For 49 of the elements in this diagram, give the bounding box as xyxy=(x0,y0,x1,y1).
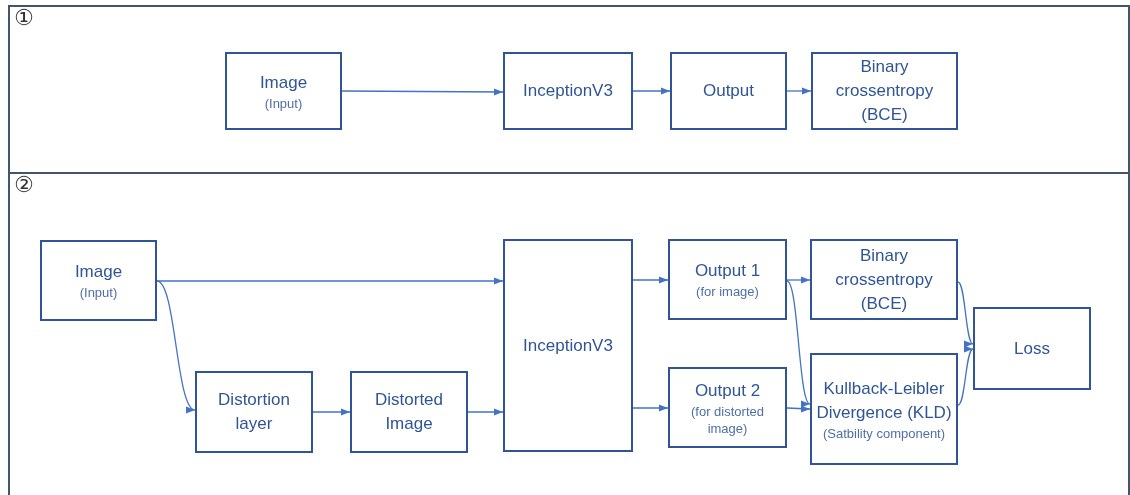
box-note: (for distorted image) xyxy=(690,402,765,437)
arrow xyxy=(786,405,811,413)
process-box xyxy=(810,353,958,465)
process-box xyxy=(503,239,633,452)
arrow xyxy=(786,87,812,95)
box-note: (Satbility component) xyxy=(822,424,946,442)
process-box xyxy=(668,239,787,320)
arrow xyxy=(957,348,974,406)
box-title: Output xyxy=(702,80,754,102)
process-box xyxy=(225,52,342,130)
box-title: Binary crossentropy (BCE) xyxy=(834,244,934,315)
arrow xyxy=(312,408,351,416)
arrow xyxy=(632,87,671,95)
arrow xyxy=(632,404,669,412)
process-box xyxy=(195,371,313,453)
process-box xyxy=(668,367,787,448)
box-note: (Input) xyxy=(79,284,118,301)
box-title: InceptionV3 xyxy=(523,80,613,102)
process-box xyxy=(40,240,157,321)
process-box xyxy=(810,239,958,320)
box-title: Output 1 xyxy=(694,260,761,282)
section-number: ② xyxy=(14,174,34,196)
arrow xyxy=(156,277,504,285)
box-note: (Input) xyxy=(264,94,303,112)
arrow xyxy=(341,88,504,96)
box-title: InceptionV3 xyxy=(523,334,613,357)
box-title: Loss xyxy=(1014,337,1050,360)
arrow xyxy=(786,280,811,405)
box-note: (for image) xyxy=(696,283,759,300)
box-title: Image xyxy=(259,71,308,94)
process-box xyxy=(503,52,633,130)
arrow xyxy=(632,276,669,284)
box-title: Output 2 xyxy=(694,379,761,402)
process-box xyxy=(811,52,958,130)
box-title: Binary crossentropy (BCE) xyxy=(834,56,935,126)
section-panel xyxy=(8,5,1130,172)
box-title: Distortion layer xyxy=(217,389,291,435)
section-panel xyxy=(8,172,1130,495)
arrow xyxy=(957,281,974,345)
process-box xyxy=(670,52,787,130)
arrow xyxy=(467,408,504,416)
box-title: Distorted Image xyxy=(374,389,444,435)
section-number: ① xyxy=(14,7,34,29)
arrow xyxy=(786,276,811,284)
arrow xyxy=(156,280,196,411)
box-title: Image xyxy=(74,261,123,283)
process-box xyxy=(973,307,1091,390)
box-title: Kullback-Leibler Divergence (KLD) xyxy=(816,377,952,424)
process-box xyxy=(350,371,468,453)
